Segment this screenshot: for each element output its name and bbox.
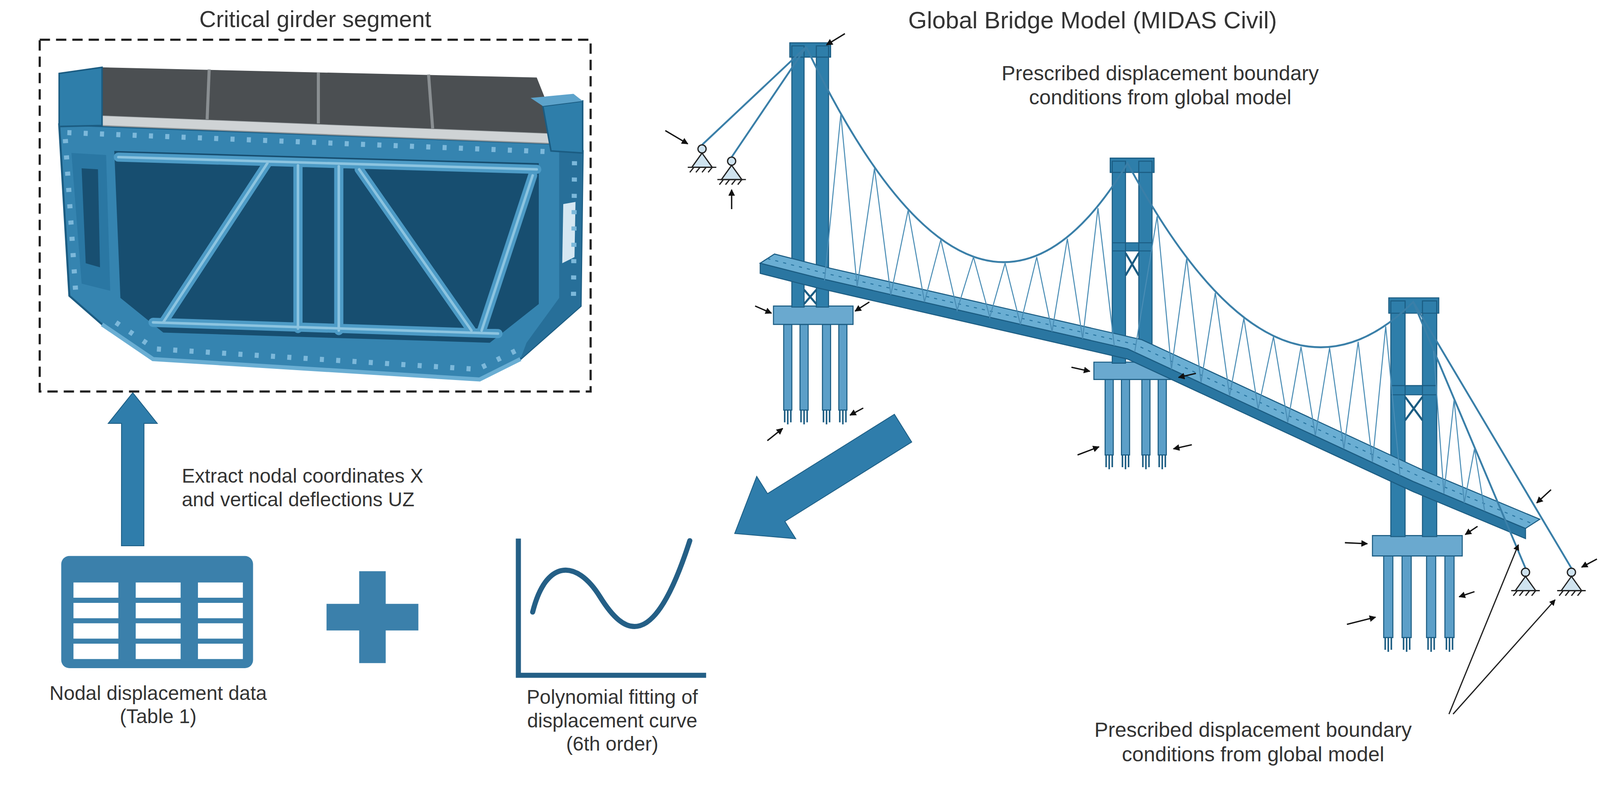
bc-arrow [1465, 526, 1478, 535]
parapet-top [530, 94, 583, 107]
bc-arrow [855, 301, 870, 311]
edge-label: Extract nodal coordinates X and vertical… [181, 464, 448, 511]
pin-support [1561, 567, 1582, 591]
icon-caption: Polynomial fitting of displacement curve… [517, 685, 707, 756]
bc-arrow [1459, 591, 1475, 597]
main-cable [701, 46, 1572, 568]
annotation-text: Prescribed displacement boundary conditi… [984, 61, 1337, 110]
bc-arrow [665, 130, 688, 144]
pin-support [692, 144, 713, 167]
chart-axes [518, 538, 706, 675]
bc-arrow [731, 189, 733, 210]
dashed-border [39, 39, 591, 392]
bc-arrow [826, 33, 845, 45]
bc-arrow [1344, 542, 1368, 544]
model-heading: Global Bridge Model (MIDAS Civil) [907, 6, 1467, 35]
bc-arrow [755, 306, 772, 314]
dashed-outline [38, 38, 592, 393]
lane-marking [207, 69, 433, 129]
bc-arrow [1581, 558, 1597, 568]
support-ground [687, 167, 717, 173]
frame-heading: Critical girder segment [78, 5, 552, 34]
girder-bracing [118, 157, 538, 334]
table-icon [61, 555, 254, 668]
deck-centerline [767, 258, 1533, 524]
chart-curve [532, 540, 690, 627]
block-arrow [734, 414, 912, 539]
segment-frame: Critical girder segment [38, 38, 592, 393]
asphalt-surface [97, 67, 559, 134]
edge-label-holder: Extract nodal coordinates X and vertical… [181, 464, 448, 511]
bracing-highlight [118, 157, 538, 334]
hangers [824, 114, 1485, 511]
table-cells [73, 582, 243, 659]
chart-icon-group: Polynomial fitting of displacement curve… [489, 528, 735, 796]
table-icon-group: Nodal displacement data (Table 1) [25, 545, 291, 735]
icon-caption: Nodal displacement data (Table 1) [37, 681, 279, 729]
annotation-holder: Prescribed displacement boundary conditi… [984, 61, 1337, 110]
support-ground [1557, 590, 1586, 596]
leader-line [1448, 544, 1519, 714]
left-parapet [59, 67, 103, 127]
deck-top [760, 254, 1540, 529]
girder-web-panel [71, 152, 110, 291]
bc-arrow [1173, 444, 1192, 450]
annotation-holder: Prescribed displacement boundary conditi… [1077, 717, 1430, 767]
stiffener-dashes [65, 132, 575, 370]
pin-support [721, 157, 742, 180]
web-slot [81, 168, 101, 268]
girder-interior [114, 151, 539, 344]
right-parapet [543, 100, 583, 153]
bc-arrow [767, 428, 783, 441]
annotation-text: Prescribed displacement boundary conditi… [1077, 717, 1430, 767]
bc-arrow [1071, 367, 1090, 372]
support-ground [717, 179, 747, 185]
pin-support [1515, 567, 1537, 591]
leader-line [1453, 599, 1556, 714]
block-arrow [108, 392, 158, 546]
bc-arrow [1536, 489, 1552, 503]
bc-arrow [1077, 446, 1100, 456]
bc-arrow [1178, 373, 1196, 378]
bc-arrow [1347, 616, 1376, 625]
support-ground [1511, 590, 1540, 596]
bottom-flange-edge [102, 324, 521, 380]
plus-sign [326, 570, 419, 663]
bc-arrow [850, 407, 864, 416]
girder-body [59, 124, 583, 380]
